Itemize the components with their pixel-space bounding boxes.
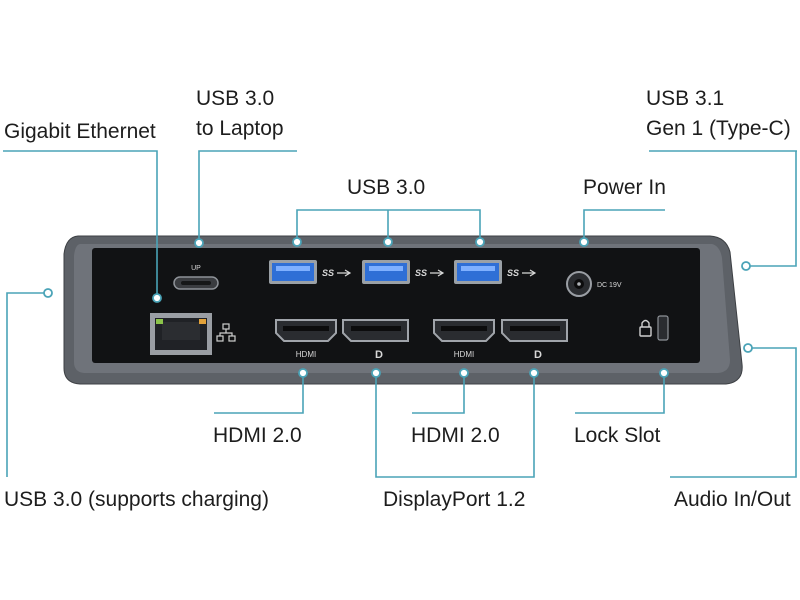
usb-superspeed-icon: SS xyxy=(415,268,427,278)
displayport-icon: D xyxy=(534,349,542,361)
usb-port-2 xyxy=(362,260,410,284)
network-symbol-icon xyxy=(216,323,236,342)
hdmi-marking: HDMI xyxy=(296,350,316,359)
audio-in-out-label: Audio In/Out xyxy=(674,488,791,511)
lock-icon xyxy=(639,319,652,337)
dc-power-port xyxy=(566,271,592,297)
usb-superspeed-icon: SS xyxy=(322,268,334,278)
lock-slot-label: Lock Slot xyxy=(574,424,661,447)
hdmi-marking: HDMI xyxy=(454,350,474,359)
hdmi-left-label: HDMI 2.0 xyxy=(213,424,302,447)
up-marking: UP xyxy=(191,265,201,272)
displayport-icon: D xyxy=(375,349,383,361)
usb-port-1 xyxy=(269,260,317,284)
lock-slot xyxy=(657,315,669,341)
usb-to-laptop-line1: USB 3.0 xyxy=(196,87,275,110)
displayport-label: DisplayPort 1.2 xyxy=(383,488,526,511)
leader-dots xyxy=(43,237,753,378)
hdmi-right-label: HDMI 2.0 xyxy=(411,424,500,447)
usb-30-label: USB 3.0 xyxy=(347,176,426,199)
hdmi-port-1 xyxy=(275,319,337,342)
usb-superspeed-icon: SS xyxy=(507,268,519,278)
usb-charging-label: USB 3.0 (supports charging) xyxy=(4,488,269,511)
displayport-port-1 xyxy=(342,319,409,342)
power-in-label: Power In xyxy=(583,176,666,199)
hdmi-port-2 xyxy=(433,319,495,342)
ethernet-port-icon xyxy=(150,313,212,355)
leader-lines xyxy=(3,150,797,478)
usb-31-line1: USB 3.1 xyxy=(646,87,725,110)
displayport-port-2 xyxy=(501,319,568,342)
usb-31-line2: Gen 1 (Type-C) xyxy=(646,117,791,140)
dc-marking: DC 19V xyxy=(597,282,622,289)
usb-c-port xyxy=(173,276,219,290)
usb-to-laptop-line2: to Laptop xyxy=(196,117,284,140)
usb-31-label: USB 3.1 Gen 1 (Type-C) xyxy=(646,84,791,144)
usb-trident-icons xyxy=(337,269,537,277)
usb-to-laptop-label: USB 3.0 to Laptop xyxy=(196,84,284,144)
dock-body xyxy=(63,235,743,385)
gigabit-ethernet-label: Gigabit Ethernet xyxy=(4,120,156,143)
usb-port-3 xyxy=(454,260,502,284)
